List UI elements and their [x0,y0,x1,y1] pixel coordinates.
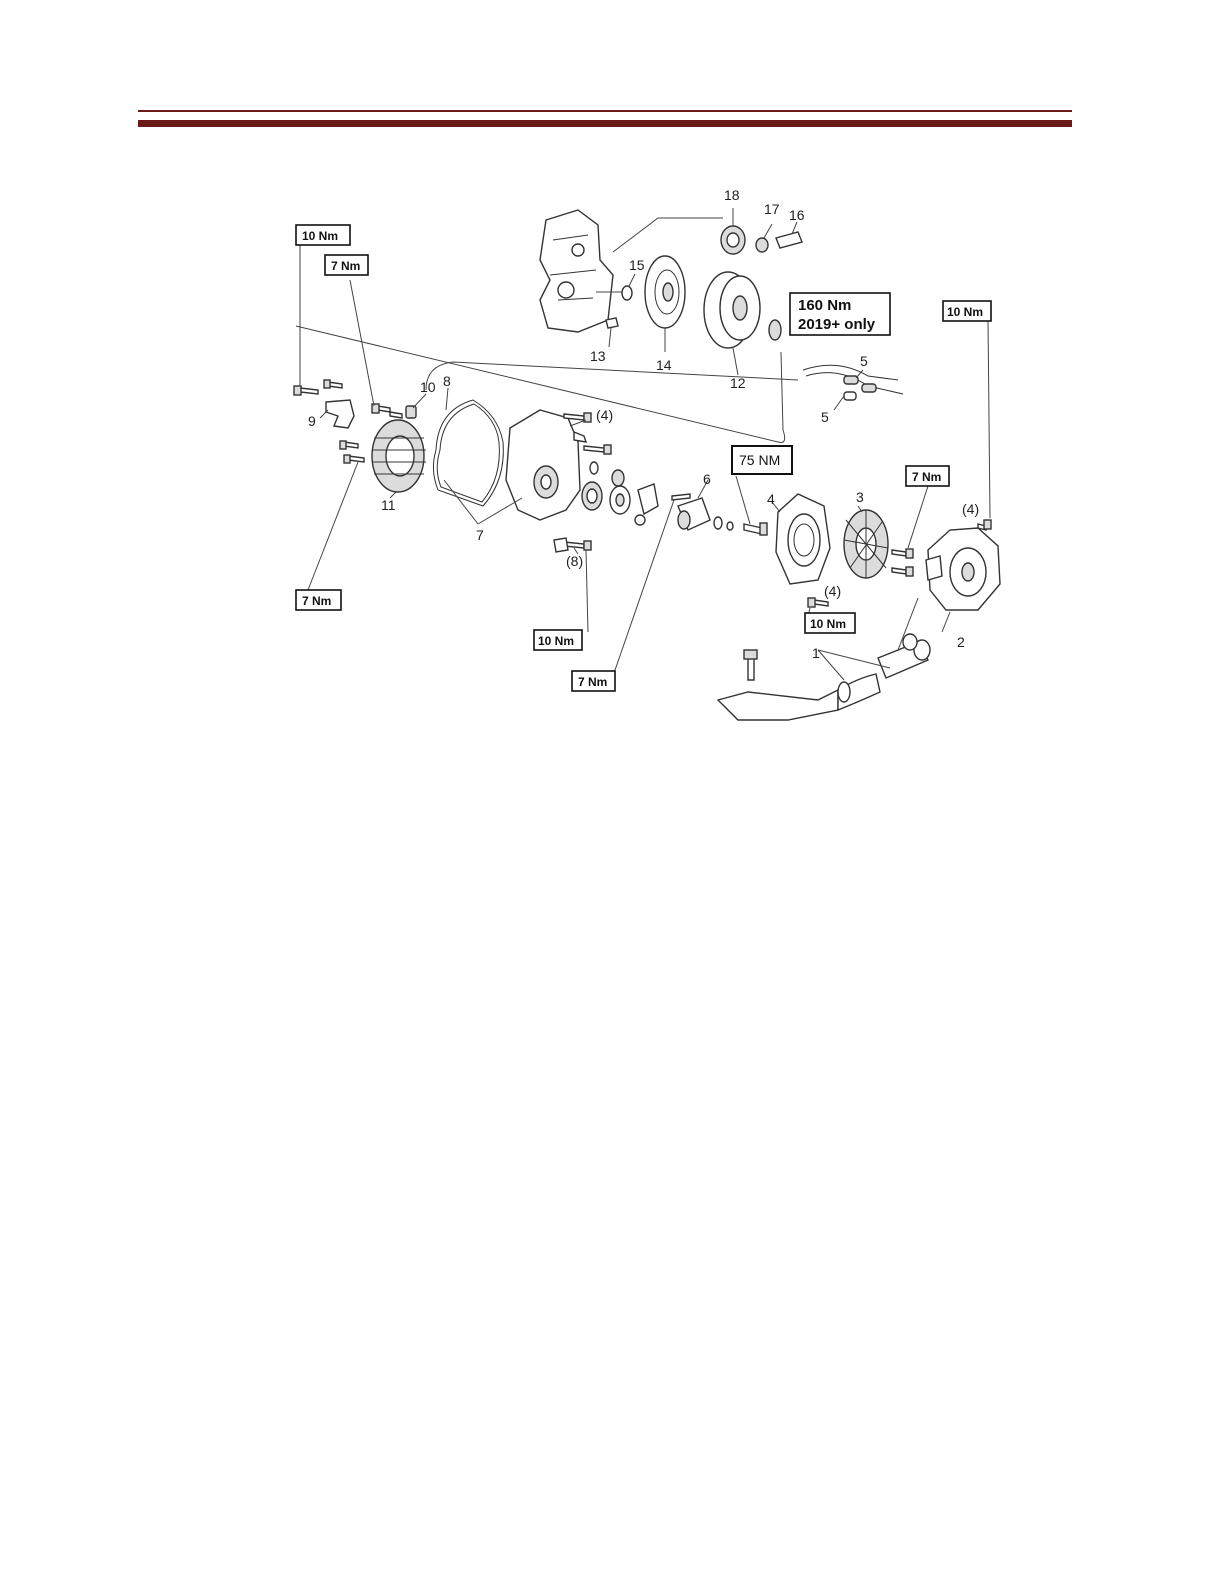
svg-text:7 Nm: 7 Nm [912,470,941,484]
svg-text:10 Nm: 10 Nm [538,634,574,648]
bearings-seals [582,482,658,525]
torque-label-left-second: 7 Nm [325,255,368,275]
exploded-parts-diagram: 18 17 16 15 13 14 12 5 5 10 8 9 11 7 6 4… [278,180,1038,740]
svg-text:7 Nm: 7 Nm [578,675,607,689]
svg-text:10 Nm: 10 Nm [302,229,338,243]
torque-label-right-top: 10 Nm [943,301,991,321]
part-11-stator [372,420,426,492]
part-12-flywheel [704,272,760,348]
part-14-sprocket [645,256,685,328]
part-16-pin [776,232,802,248]
part-2-pump-housing [926,528,1000,610]
part-number-3: 3 [856,489,864,505]
torque-label-left-top: 10 Nm [296,225,350,245]
part-number-5-top: 5 [860,353,868,369]
svg-text:2019+ only: 2019+ only [798,316,876,333]
part-number-1: 1 [812,645,820,661]
part-number-17: 17 [764,201,780,217]
torque-label-cover-bottom: 10 Nm [534,630,582,650]
part-number-8: 8 [443,373,451,389]
part-number-7: 7 [476,527,484,543]
housing-bolts [978,520,991,530]
part-9-bracket [326,400,354,428]
part-number-13: 13 [590,348,606,364]
torque-label-plate: 10 Nm [805,613,855,633]
part-8-gasket [433,400,503,506]
flywheel-nut [769,320,781,340]
part-number-14: 14 [656,357,672,373]
part-5-connectors [803,365,903,400]
part-number-6: 6 [703,471,711,487]
part-17 [756,238,768,252]
engine-case [540,210,613,332]
part-7-cover [506,410,580,520]
torque-label-flywheel-nut: 160 Nm 2019+ only [790,293,890,335]
torque-label-right-middle: 7 Nm [906,466,949,486]
part-10-grommet [406,406,416,418]
part-15-washer [622,286,632,300]
quantity-cover-top: (4) [596,407,613,423]
svg-text:75 NM: 75 NM [739,452,780,468]
svg-text:160 Nm: 160 Nm [798,297,851,314]
torque-label-bottom-center: 7 Nm [572,671,615,691]
washers-and-center-bolt [714,517,767,535]
svg-text:10 Nm: 10 Nm [810,617,846,631]
quantity-housing: (4) [962,501,979,517]
part-number-18: 18 [724,187,740,203]
impeller-bolts [892,549,913,576]
plate-bolt [808,598,828,607]
quantity-plate: (4) [824,583,841,599]
part-18-gear [721,226,745,254]
part-number-2: 2 [957,634,965,650]
part-1-hose [718,634,930,720]
part-number-9: 9 [308,413,316,429]
part-number-5-bottom: 5 [821,409,829,425]
part-number-16: 16 [789,207,805,223]
part-number-4: 4 [767,491,775,507]
svg-text:10 Nm: 10 Nm [947,305,983,319]
part-number-15: 15 [629,257,645,273]
part-number-12: 12 [730,375,746,391]
header-rule-thick [138,120,1072,127]
quantity-cover-bottom: (8) [566,553,583,569]
part-13-key [606,318,618,328]
torque-label-center-bolt: 75 NM [732,446,792,474]
svg-text:7 Nm: 7 Nm [331,259,360,273]
torque-label-left-bottom: 7 Nm [296,590,341,610]
part-3-impeller [844,510,888,578]
header-rule-thin [138,110,1072,112]
part-number-11: 11 [381,497,396,513]
part-number-10: 10 [420,379,436,395]
part-4-plate [776,494,830,584]
part-6-assembly [672,494,710,530]
svg-text:7 Nm: 7 Nm [302,594,331,608]
